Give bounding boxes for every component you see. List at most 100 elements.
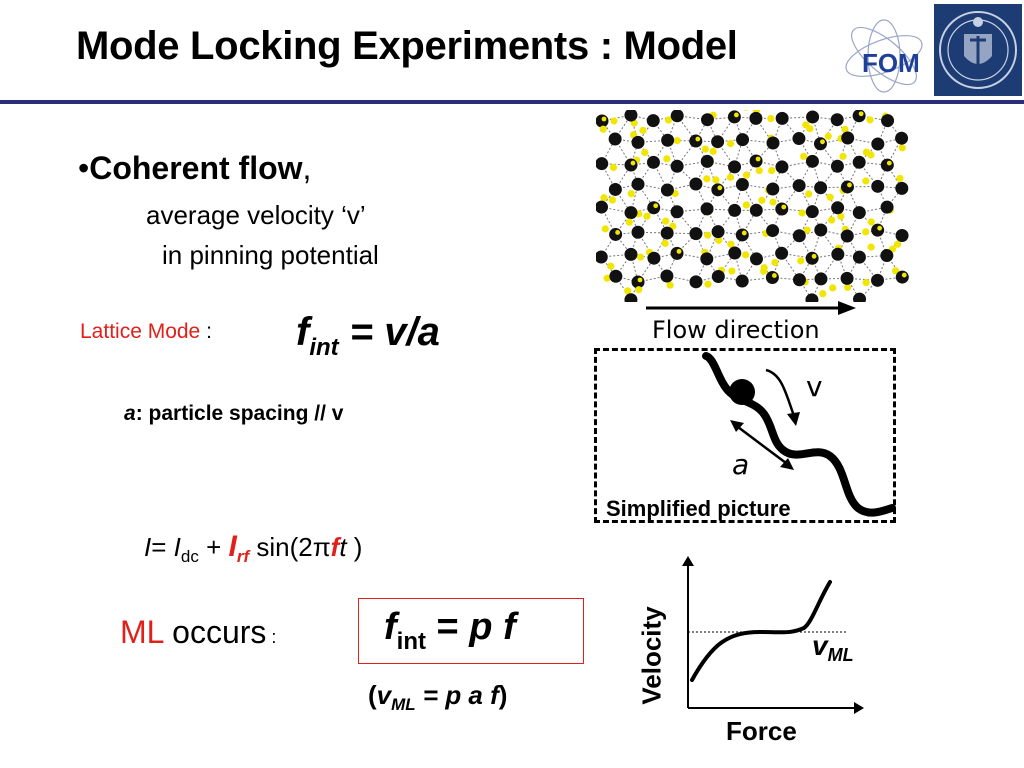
current-close: ) <box>346 532 363 562</box>
pinning-site <box>844 283 852 291</box>
vortex <box>805 293 819 302</box>
pinning-site <box>803 226 811 234</box>
fint-rest: = v/a <box>338 310 440 354</box>
vortex <box>727 110 741 124</box>
vortex <box>661 133 675 147</box>
vortex <box>895 131 909 145</box>
pinning-site <box>662 217 670 225</box>
pinned-marker <box>755 156 761 162</box>
pinning-site <box>625 218 633 226</box>
vortex <box>596 114 609 128</box>
pinning-site <box>839 152 847 160</box>
vortex <box>670 246 684 260</box>
simplified-picture-diagram <box>702 352 896 517</box>
ml-f2: f <box>492 606 516 648</box>
pinning-site <box>898 144 906 152</box>
pinning-site <box>862 278 870 287</box>
vortex <box>647 201 661 215</box>
pinning-site <box>661 239 669 247</box>
current-irf-sub: rf <box>236 547 250 566</box>
pinning-site <box>603 274 611 282</box>
sub-line-pinning: in pinning potential <box>162 240 379 270</box>
vml-equation: (vML = p a f) <box>368 680 507 715</box>
vortex <box>871 137 885 151</box>
pinning-site <box>828 216 836 224</box>
pinning-site <box>703 175 711 183</box>
pinned-marker <box>601 116 607 122</box>
vortex <box>895 270 909 284</box>
vortex <box>840 180 854 194</box>
pinning-site <box>867 243 875 251</box>
vortex <box>792 179 806 193</box>
vortex <box>852 110 866 123</box>
pinning-site <box>862 228 870 236</box>
pinning-site <box>891 267 900 275</box>
current-plus: + <box>198 532 229 562</box>
vortex <box>880 158 894 172</box>
vml-open: ( <box>368 680 377 710</box>
pinned-marker <box>653 203 659 209</box>
vortex <box>749 111 763 125</box>
ml-condition-equation: fint = p f <box>384 606 516 656</box>
vortex <box>728 203 742 217</box>
fint-sub: int <box>309 334 339 361</box>
pinning-site <box>627 190 635 198</box>
pinning-site <box>701 145 709 153</box>
pinned-marker <box>741 230 747 236</box>
pinning-site <box>769 198 777 206</box>
pinned-marker <box>615 230 621 235</box>
pinning-site <box>610 117 618 125</box>
pinned-marker <box>858 111 864 117</box>
ml-text: ML <box>120 614 164 650</box>
vortex <box>766 136 780 150</box>
pinned-marker <box>771 273 777 278</box>
vortex <box>728 246 742 260</box>
vortex <box>805 154 819 168</box>
vortex <box>814 272 828 286</box>
vortex <box>660 269 674 283</box>
vortex <box>596 250 608 264</box>
vortex <box>766 182 780 196</box>
pinning-site <box>608 196 617 204</box>
simplified-picture-label: Simplified picture <box>606 496 791 521</box>
pinning-site <box>601 225 609 233</box>
vortex <box>830 113 844 127</box>
pinning-site <box>663 155 671 163</box>
force-axis-label: Force <box>726 716 797 746</box>
vortex <box>660 226 674 240</box>
ml-eq-sign: = <box>425 606 470 648</box>
vortex <box>689 134 703 148</box>
pinning-site <box>607 262 615 270</box>
pinning-site <box>758 196 766 204</box>
pinned-marker <box>886 160 892 166</box>
pinning-site <box>726 173 735 181</box>
pinning-site <box>673 137 681 145</box>
current-lhs: I <box>144 532 152 562</box>
pinning-site <box>826 193 834 201</box>
pinning-site <box>867 151 875 159</box>
pinned-marker <box>630 160 636 166</box>
vortex <box>700 252 714 266</box>
pinning-site <box>600 194 608 202</box>
vortex <box>700 202 714 216</box>
vortex <box>880 200 894 214</box>
current-sin: sin(2 <box>249 532 313 562</box>
pinning-site <box>896 174 904 183</box>
ml-condition-box <box>358 598 584 664</box>
sub-line-velocity: average velocity ‘v’ <box>146 200 366 230</box>
pinning-site <box>641 148 649 157</box>
bullet-heading: Coherent flow <box>89 150 303 186</box>
vortex <box>806 110 820 124</box>
pinning-site <box>742 201 750 209</box>
vortex <box>728 160 742 174</box>
vortex <box>831 201 845 215</box>
vml-sub: ML <box>391 695 416 714</box>
ml-occurs-label: ML occurs : <box>120 614 276 651</box>
vortex <box>700 113 714 127</box>
particle <box>729 379 755 405</box>
vml-rest: = p a f <box>415 680 499 710</box>
spacing-arrow <box>733 423 791 467</box>
vortex <box>711 225 725 239</box>
current-eq-sign: = <box>151 532 174 562</box>
vortex <box>624 158 638 172</box>
